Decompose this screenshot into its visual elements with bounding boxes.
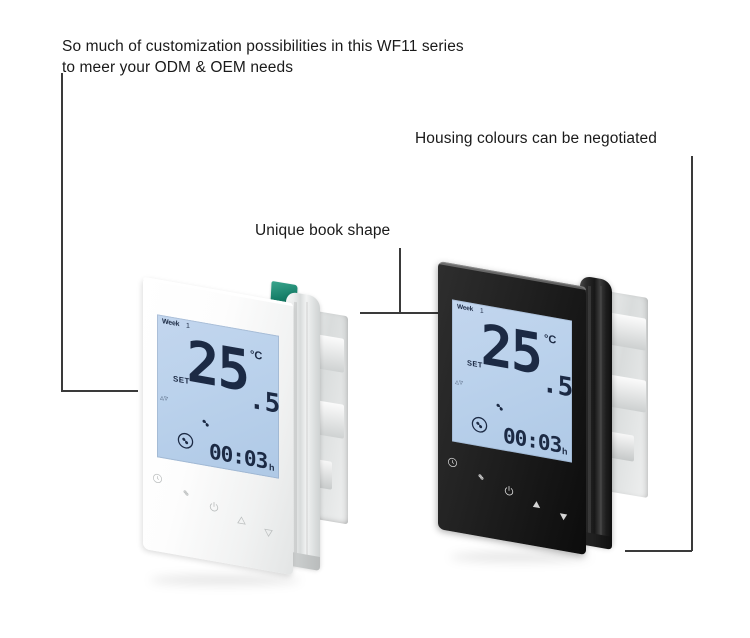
white-spine-groove-1 <box>294 301 297 561</box>
callout-customization-text: So much of customization possibilities i… <box>62 38 464 76</box>
power-icon[interactable] <box>503 484 515 500</box>
fan-circle-icon <box>471 415 488 435</box>
lcd-timer-unit: h <box>269 461 275 473</box>
black-spine-groove-2 <box>600 285 602 539</box>
callout-housing-colours-text: Housing colours can be negotiated <box>415 130 657 147</box>
white-button-row <box>150 472 290 541</box>
lcd-up-down-arrows-icon: ▵▿ <box>455 376 464 388</box>
black-thermostat-device: Week 1 SET °C 25 .5 ▵▿ 00:03 h <box>432 260 702 572</box>
leader-line-book-shape-vertical <box>399 248 401 313</box>
clock-icon[interactable] <box>152 472 163 487</box>
lcd-unit-label: °C <box>544 332 557 347</box>
down-arrow-icon[interactable] <box>558 511 569 526</box>
leader-line-customization-vertical <box>61 73 63 391</box>
black-button-row <box>445 456 585 525</box>
fan-icon[interactable] <box>180 486 192 502</box>
fan-icon[interactable] <box>475 470 487 486</box>
clock-icon[interactable] <box>447 456 458 471</box>
black-thermostat-shadow <box>450 552 590 562</box>
down-arrow-icon[interactable] <box>263 527 274 542</box>
lcd-temperature: 25 <box>480 312 541 389</box>
white-lcd-screen: Week 1 SET °C 25 .5 ▵▿ 00:03 h <box>157 314 279 479</box>
black-spine-groove-1 <box>588 285 591 539</box>
black-lcd-screen: Week 1 SET °C 25 .5 ▵▿ 00:03 h <box>452 299 572 463</box>
leader-line-housing-horizontal <box>625 550 692 552</box>
leader-line-book-shape-horizontal <box>360 312 446 314</box>
lcd-week-label: Week <box>162 318 180 329</box>
leader-line-customization-horizontal <box>61 390 138 392</box>
up-arrow-icon[interactable] <box>236 514 247 529</box>
fan-blade-icon <box>199 415 213 433</box>
up-arrow-icon[interactable] <box>531 498 542 513</box>
white-thermostat-shadow <box>150 575 300 585</box>
callout-book-shape-text: Unique book shape <box>255 222 391 239</box>
leader-line-housing-vertical <box>691 156 693 551</box>
white-thermostat-device: Week 1 SET °C 25 .5 ▵▿ 00:03 h <box>136 272 396 590</box>
lcd-temperature-decimal: .5 <box>249 384 279 420</box>
lcd-up-down-arrows-icon: ▵▿ <box>160 392 169 404</box>
lcd-temperature: 25 <box>186 328 249 406</box>
lcd-temperature-decimal: .5 <box>542 368 572 404</box>
fan-blade-icon <box>493 399 507 417</box>
white-spine-groove-2 <box>306 301 308 561</box>
lcd-timer-unit: h <box>562 445 568 457</box>
power-icon[interactable] <box>208 500 220 516</box>
lcd-week-label: Week <box>457 303 474 314</box>
lcd-unit-label: °C <box>250 348 263 363</box>
fan-circle-icon <box>177 431 194 451</box>
